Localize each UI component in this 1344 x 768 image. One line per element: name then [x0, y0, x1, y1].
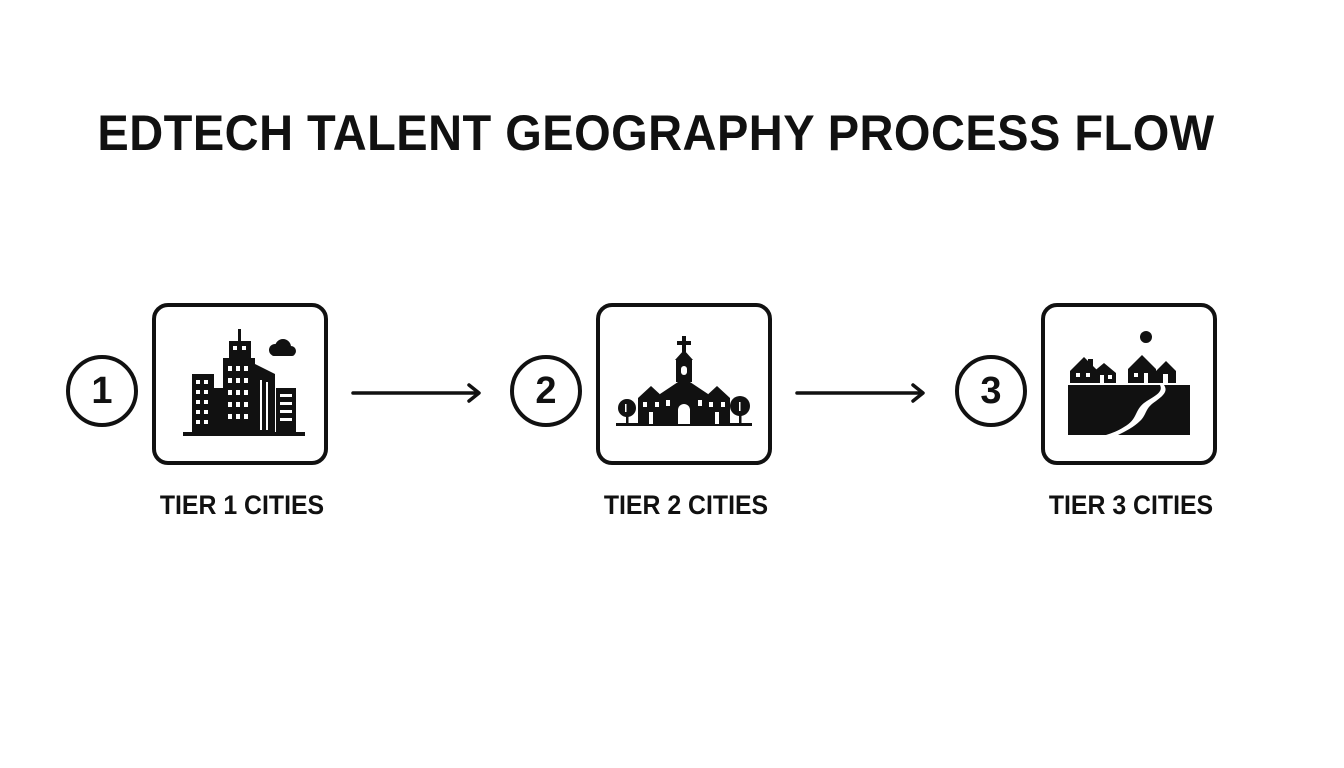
city-skyline-icon — [183, 329, 305, 436]
step-2-number-badge: 2 — [510, 355, 582, 427]
step-2-label: TIER 2 CITIES — [603, 490, 769, 520]
step-1-label: TIER 1 CITIES — [159, 490, 325, 520]
village-houses-icon — [1068, 331, 1190, 435]
step-1-box — [152, 303, 328, 465]
arrow-right-icon — [351, 383, 481, 403]
diagram-title: EDTECH TALENT GEOGRAPHY PROCESS FLOW — [97, 105, 1215, 161]
town-church-icon — [616, 336, 752, 426]
step-3-label: TIER 3 CITIES — [1048, 490, 1214, 520]
step-3-box — [1041, 303, 1217, 465]
step-3-number-badge: 3 — [955, 355, 1027, 427]
step-2-box — [596, 303, 772, 465]
step-1-number-badge: 1 — [66, 355, 138, 427]
arrow-right-icon — [795, 383, 925, 403]
